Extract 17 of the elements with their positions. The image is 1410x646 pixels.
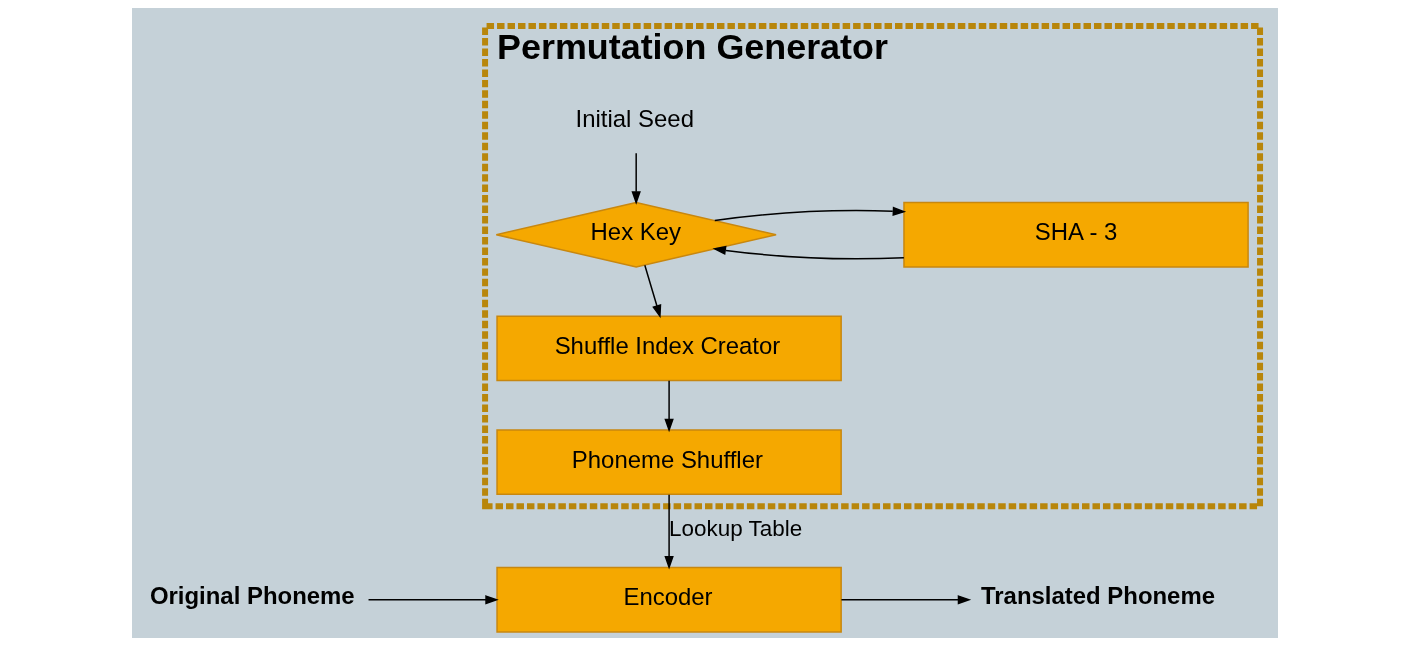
node-diamond: Hex Key — [495, 201, 777, 268]
node-box: Phoneme Shuffler — [496, 429, 842, 496]
arrow — [367, 595, 499, 605]
node-text: Translated Phoneme — [981, 581, 1216, 609]
node-box: Shuffle Index Creator — [496, 315, 842, 382]
arrow — [664, 494, 674, 570]
node-box: Encoder — [496, 566, 842, 633]
arrow — [714, 206, 907, 222]
node-text: Initial Seed — [575, 104, 694, 132]
arrow — [712, 245, 905, 260]
node-text: Original Phoneme — [149, 581, 355, 609]
arrow — [644, 264, 662, 319]
arrow — [840, 595, 972, 605]
edge-label: Lookup Table — [669, 516, 803, 542]
arrow — [631, 152, 641, 205]
node-box: SHA - 3 — [903, 201, 1249, 268]
arrow — [664, 380, 674, 433]
